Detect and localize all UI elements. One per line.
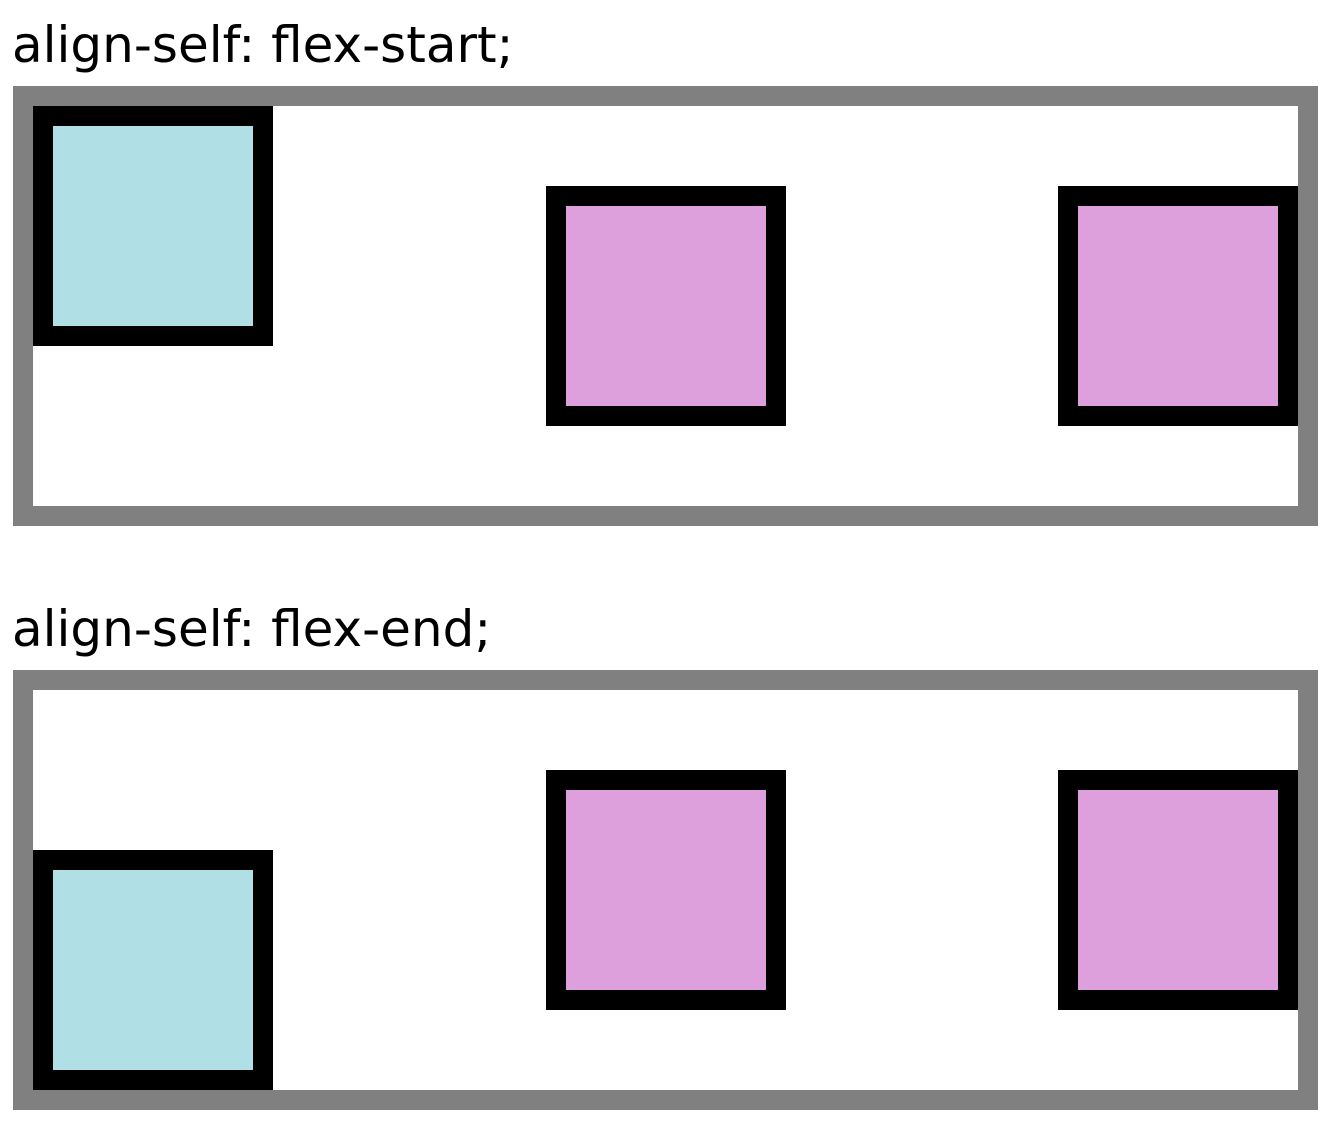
highlighted-flex-item — [33, 106, 273, 346]
example-2-title: align-self: flex-end; — [12, 600, 492, 658]
flex-item — [545, 770, 786, 1010]
example-1-title: align-self: flex-start; — [12, 16, 514, 74]
flex-item — [1058, 770, 1298, 1010]
example-1-flex-container — [13, 86, 1318, 526]
highlighted-flex-item — [33, 850, 273, 1090]
flex-item — [1058, 186, 1298, 426]
example-2-flex-container — [13, 670, 1318, 1110]
flex-item — [545, 186, 786, 426]
